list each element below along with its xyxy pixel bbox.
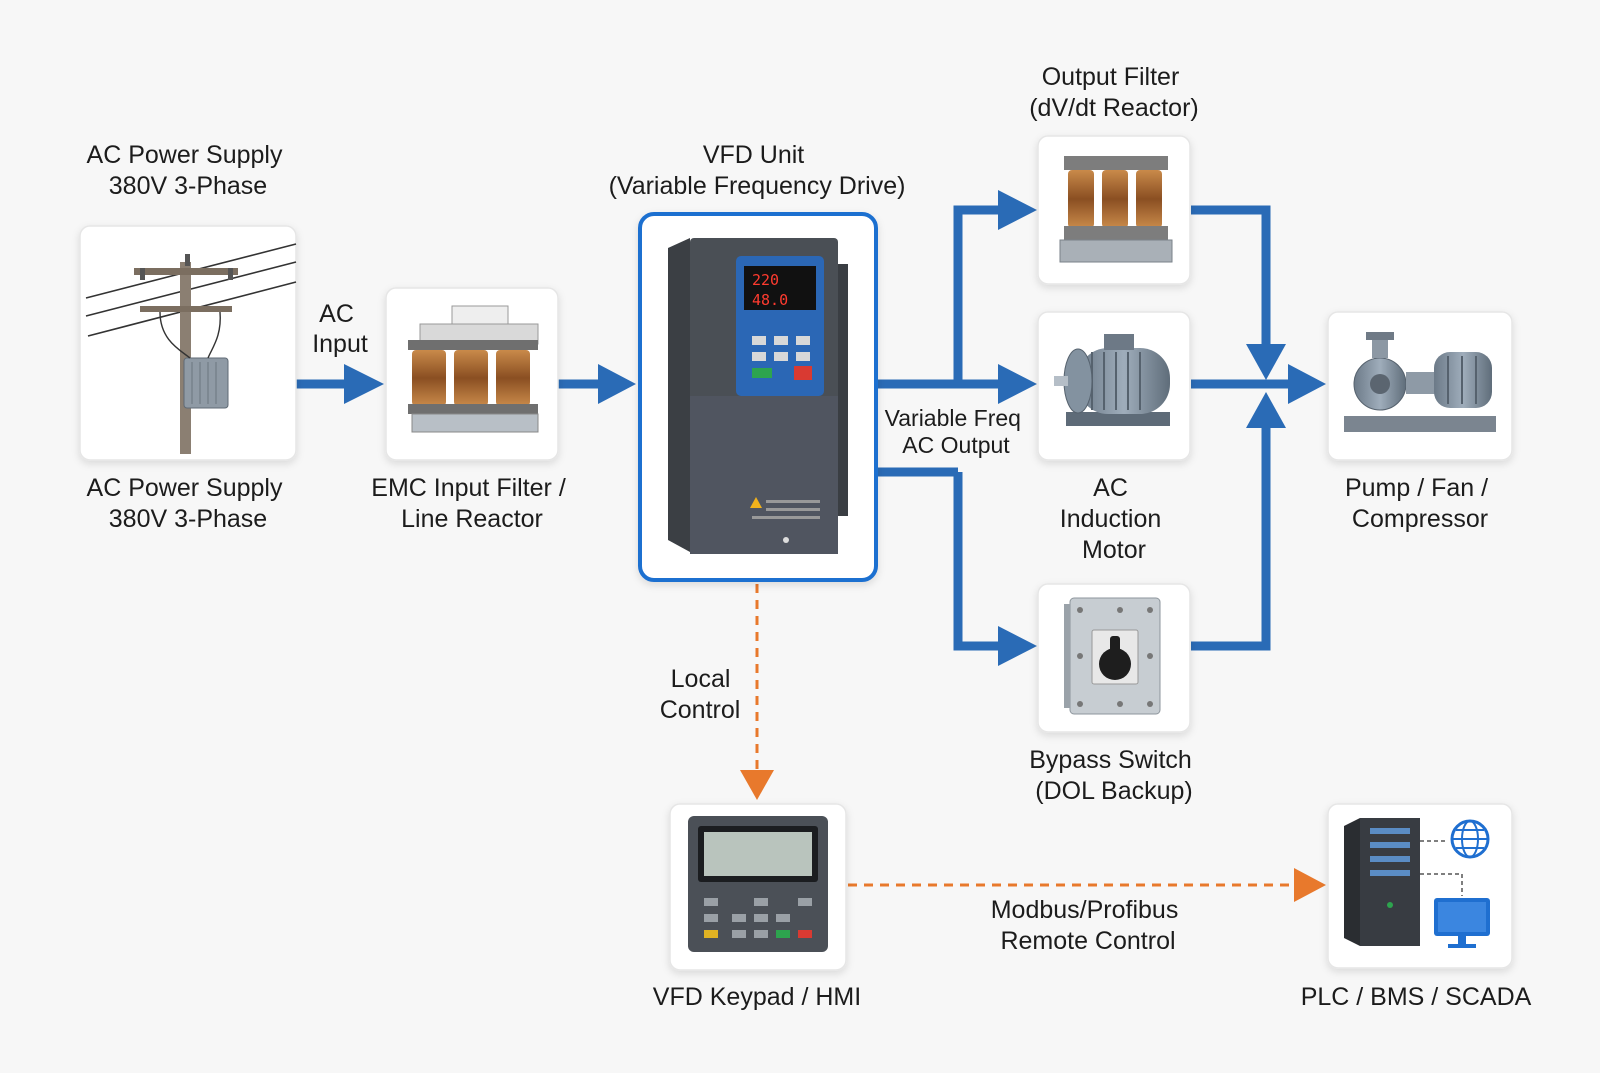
supply-label: AC Power Supply 380V 3-Phase <box>87 474 290 533</box>
connectors <box>296 190 1326 902</box>
edge-label-local-control: Local Control <box>660 665 741 724</box>
line-bypass-to-load <box>1191 424 1271 651</box>
stop-button-icon <box>794 366 812 380</box>
vfd-drive-icon: 220 48.0 <box>668 238 848 554</box>
arrowhead-emc-to-vfd <box>598 364 636 404</box>
arrowhead-to-bypass <box>998 626 1037 666</box>
arrow-to-bypass <box>953 472 1000 651</box>
plc-label: PLC / BMS / SCADA <box>1301 983 1532 1011</box>
node-motor: AC Induction Motor <box>1037 311 1191 564</box>
output-filter-label: Output Filter (dV/dt Reactor) <box>1029 63 1199 122</box>
arrowhead-local-control <box>740 770 774 800</box>
edge-label-remote-control: Modbus/Profibus Remote Control <box>991 896 1186 955</box>
node-bypass: Bypass Switch (DOL Backup) <box>1029 583 1199 805</box>
server-network-icon <box>1344 818 1490 948</box>
warning-icon <box>750 497 762 508</box>
vfd-title: VFD Unit (Variable Frequency Drive) <box>609 141 906 200</box>
node-plc: PLC / BMS / SCADA <box>1301 803 1532 1011</box>
arrow-to-output-filter <box>953 205 1000 384</box>
arrowhead-supply-to-emc <box>344 364 384 404</box>
vfd-display-line-2: 48.0 <box>752 291 788 309</box>
run-button-icon <box>752 368 772 378</box>
emc-label: EMC Input Filter / Line Reactor <box>371 474 572 533</box>
load-label: Pump / Fan / Compressor <box>1345 474 1495 533</box>
arrowhead-remote-control <box>1294 868 1326 902</box>
arrowhead-to-motor <box>998 364 1037 404</box>
bypass-label: Bypass Switch (DOL Backup) <box>1029 746 1199 805</box>
keypad-label: VFD Keypad / HMI <box>653 983 861 1011</box>
arrowhead-to-output-filter <box>998 190 1037 230</box>
node-load: Pump / Fan / Compressor <box>1327 311 1513 533</box>
arrowhead-down-to-load <box>1246 344 1286 380</box>
three-phase-reactor-icon <box>408 305 539 433</box>
dvdt-reactor-icon <box>1059 156 1173 263</box>
node-output-filter: Output Filter (dV/dt Reactor) <box>1029 63 1199 285</box>
edge-label-vf-output: Variable Freq AC Output <box>885 405 1028 458</box>
arrowhead-up-to-load <box>1246 392 1286 428</box>
node-vfd: VFD Unit (Variable Frequency Drive) 220 … <box>609 141 906 582</box>
induction-motor-icon <box>1054 334 1170 426</box>
node-ac-supply: AC Power Supply 380V 3-Phase AC Power Su… <box>79 141 297 533</box>
arrowhead-to-load <box>1288 364 1326 404</box>
pump-icon <box>1344 332 1496 432</box>
motor-label: AC Induction Motor <box>1060 474 1168 564</box>
edge-label-ac-input: AC Input <box>312 300 368 358</box>
node-keypad: VFD Keypad / HMI <box>653 803 861 1011</box>
vfd-display-line-1: 220 <box>752 271 779 289</box>
node-emc-filter: EMC Input Filter / Line Reactor <box>371 287 572 533</box>
line-output-filter-to-load <box>1191 205 1271 348</box>
supply-top-label: AC Power Supply 380V 3-Phase <box>87 141 290 200</box>
keypad-hmi-icon <box>688 816 828 952</box>
utility-pole-transformer-icon <box>85 243 297 454</box>
rotary-switch-icon <box>1064 597 1161 715</box>
